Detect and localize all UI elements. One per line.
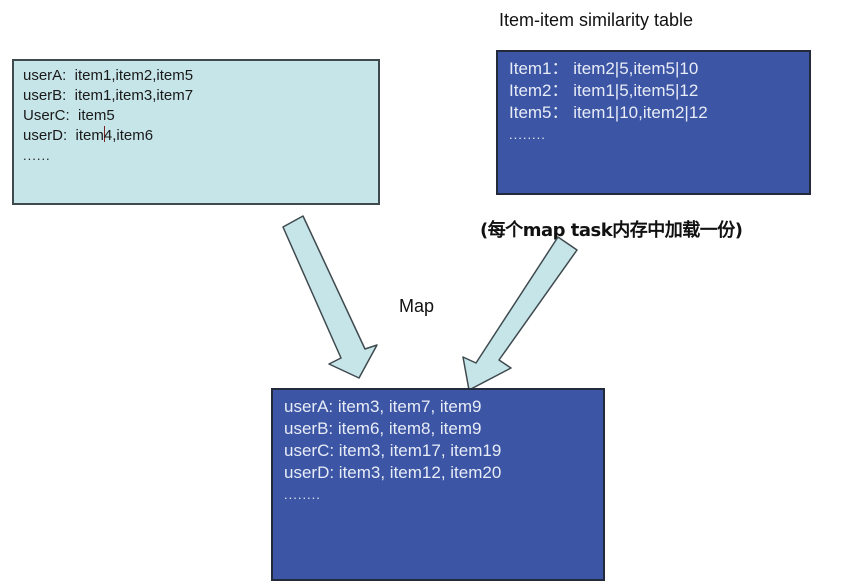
output-ellipsis: ........ [284, 487, 321, 502]
output-row: userC: item3, item17, item19 [284, 441, 502, 460]
user-items-row-suffix: 4,item6 [103, 127, 154, 144]
output-row: userD: item3, item12, item20 [284, 463, 502, 482]
similarity-table: Item1： item2|5,item5|10 Item2： item1|5,i… [496, 50, 811, 195]
recommendation-output-table: userA: item3, item7, item9 userB: item6,… [271, 388, 605, 581]
user-items-row-prefix: userD: item [23, 127, 104, 144]
similarity-row: Item1： item2|5,item5|10 [509, 59, 699, 78]
text-cursor [103, 126, 105, 142]
similarity-ellipsis: ........ [509, 127, 546, 142]
output-row: userA: item3, item7, item9 [284, 397, 482, 416]
map-task-note: (每个map task内存中加载一份) [480, 220, 743, 241]
output-row: userB: item6, item8, item9 [284, 419, 482, 438]
user-items-row: userB: item1,item3,item7 [23, 87, 194, 104]
similarity-table-title: Item-item similarity table [499, 10, 694, 30]
map-label: Map [399, 296, 435, 316]
similarity-row: Item2： item1|5,item5|12 [509, 81, 699, 100]
similarity-row: Item5： item1|10,item2|12 [509, 103, 708, 122]
user-items-ellipsis: ...... [23, 148, 51, 163]
user-items-row: UserC: item5 [23, 107, 115, 124]
user-items-table: userA: item1,item2,item5 userB: item1,it… [12, 59, 380, 205]
user-items-row: userD: item4,item6 [23, 126, 378, 146]
input-to-output-arrow [282, 215, 378, 379]
similarity-to-output-arrow [462, 236, 578, 391]
user-items-row: userA: item1,item2,item5 [23, 67, 194, 84]
